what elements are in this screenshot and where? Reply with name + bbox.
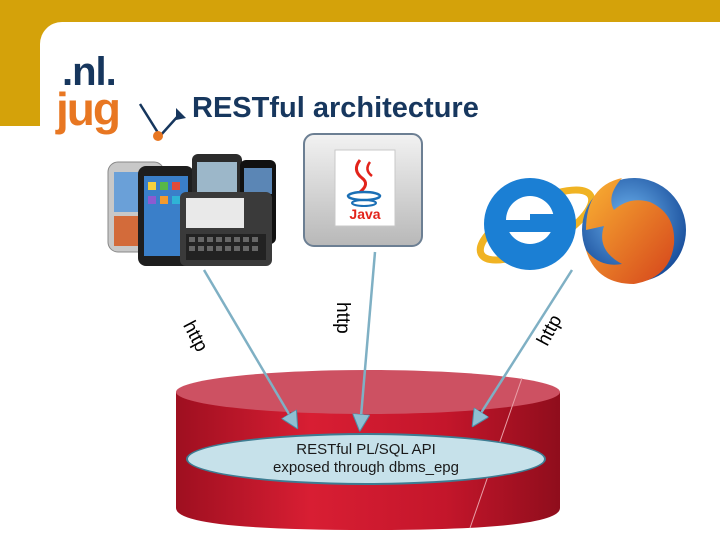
api-label-line2: exposed through dbms_epg — [273, 459, 459, 476]
logo-line1: .nl. — [62, 50, 117, 94]
internet-explorer-icon — [476, 178, 596, 270]
http-label-center: http — [332, 302, 353, 334]
logo-line2: jug — [56, 83, 121, 135]
api-label-line1: RESTful PL/SQL API — [296, 441, 436, 458]
logo-mark-icon — [138, 103, 186, 141]
restful-api-node: RESTful PL/SQL API exposed through dbms_… — [186, 433, 546, 485]
arrow-java-to-api — [360, 251, 377, 428]
java-logo-text: Java — [349, 206, 380, 222]
phones-image — [107, 154, 276, 266]
arrow-browsers-to-api — [474, 269, 574, 424]
firefox-icon — [582, 178, 686, 284]
arrow-phones-to-api — [202, 269, 296, 426]
java-logo-icon — [303, 133, 423, 247]
nljug-logo: .nl. jug — [56, 52, 186, 148]
slide-title: RESTful architecture — [192, 92, 479, 124]
